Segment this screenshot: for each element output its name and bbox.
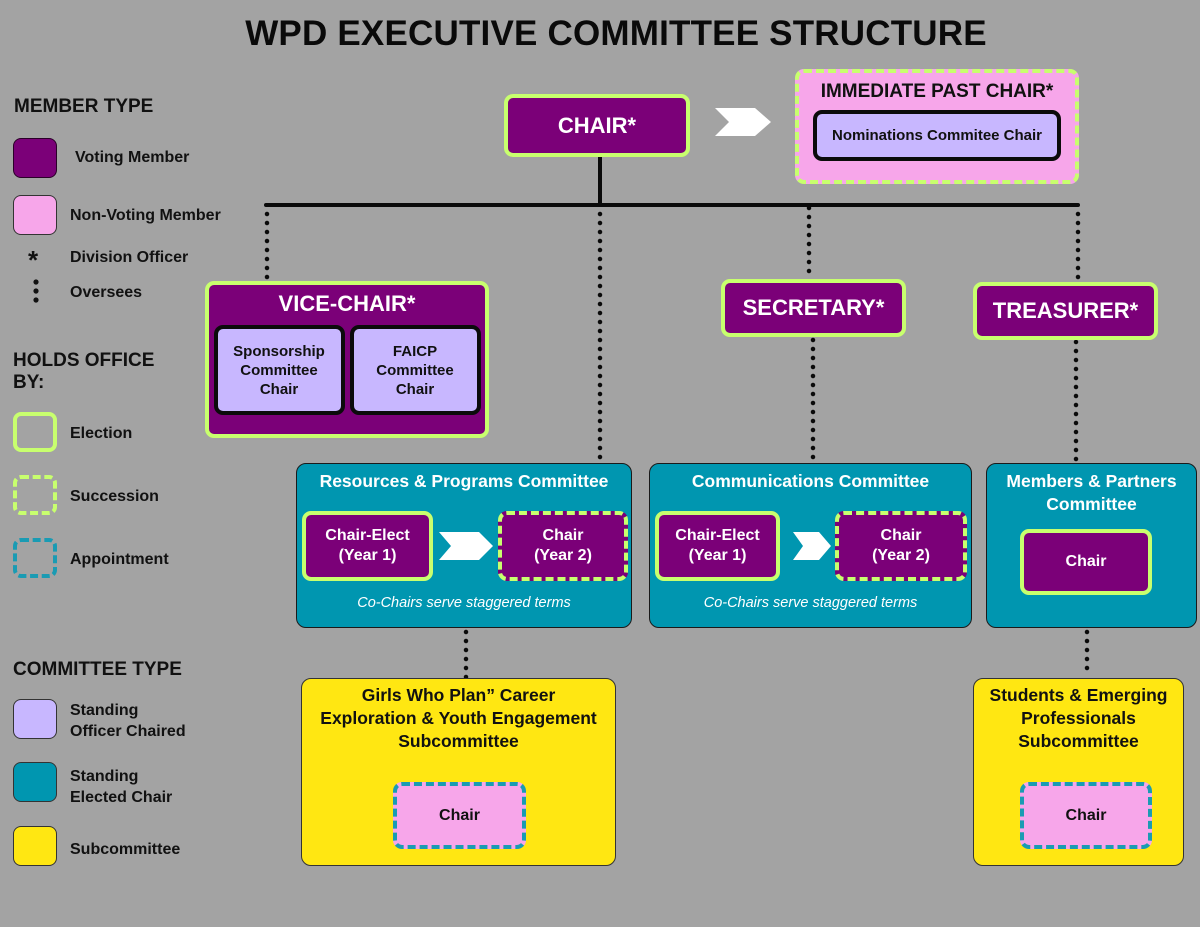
committee-title-line: Members & Partners (1006, 471, 1177, 491)
succession-chevron-icon (439, 532, 493, 560)
legend-non-voting-member-label: Non-Voting Member (70, 207, 221, 224)
voting-member-swatch-icon (13, 138, 57, 178)
chair-label: Chair (439, 806, 480, 824)
chair-label: Chair (1065, 806, 1107, 824)
asterisk-icon: * (28, 245, 39, 275)
chair-label: Chair (1065, 553, 1107, 570)
chair-label: CHAIR* (557, 112, 637, 138)
legend-succession-label: Succession (70, 488, 159, 505)
committee-line: Committee (376, 361, 454, 379)
chair-node: Chair (393, 782, 526, 849)
legend-standing-elected-chair-label: Standing Elected Chair (70, 766, 172, 808)
legend-appointment-label: Appointment (70, 551, 169, 568)
treasurer-node: TREASURER* (973, 282, 1158, 340)
chair-elect-node: Chair-Elect (Year 1) (302, 511, 433, 581)
subcommittee-title-line: Exploration & Youth Engagement (320, 708, 597, 728)
chair-node: Chair (1020, 529, 1152, 595)
committee-title: Communications Committee (691, 471, 930, 491)
legend-line: Standing (70, 702, 139, 719)
chair-label: Chair (542, 527, 584, 544)
legend-line: Officer Chaired (70, 723, 186, 740)
term-label: (Year 1) (338, 547, 397, 564)
chair-node: Chair (1020, 782, 1152, 849)
nominations-committee-label: Nominations Commitee Chair (831, 127, 1043, 144)
students-emerging-professionals-subcommittee: Students & Emerging Professionals Subcom… (973, 678, 1184, 866)
subcommittee-title: Girls Who Plan” Career Exploration & You… (302, 684, 615, 753)
members-partners-committee: Members & Partners Committee Chair (986, 463, 1197, 628)
subcommittee-title-line: Subcommittee (1018, 731, 1139, 751)
girls-who-plan-subcommittee: Girls Who Plan” Career Exploration & You… (301, 678, 616, 866)
treasurer-label: TREASURER* (992, 298, 1139, 323)
vice-chair-node: VICE-CHAIR* Sponsorship Committee Chair … (205, 281, 489, 438)
subcommittee-title-line: Professionals (1021, 708, 1136, 728)
secretary-node: SECRETARY* (721, 279, 906, 337)
subcommittee-swatch-icon (13, 826, 57, 866)
chair-node: CHAIR* (504, 94, 690, 157)
chair-elect-label: Chair-Elect (675, 527, 760, 544)
legend-subcommittee-label: Subcommittee (70, 841, 181, 858)
immediate-past-chair-node: IMMEDIATE PAST CHAIR* Nominations Commit… (795, 69, 1079, 184)
nominations-committee-node: Nominations Commitee Chair (813, 110, 1061, 161)
legend-member-type-heading: MEMBER TYPE (14, 96, 154, 117)
standing-officer-chaired-swatch-icon (13, 699, 57, 739)
committee-line: Sponsorship (233, 342, 325, 360)
chair-year2-node: Chair (Year 2) (835, 511, 967, 581)
committee-title: Resources & Programs Committee (319, 471, 609, 491)
committee-title: Members & Partners Committee (987, 470, 1196, 516)
term-label: (Year 2) (534, 547, 592, 564)
sponsorship-committee-node: Sponsorship Committee Chair (213, 325, 345, 415)
chair-year2-node: Chair (Year 2) (498, 511, 628, 581)
legend-voting-member-label: Voting Member (75, 149, 190, 166)
subcommittee-title-line: Subcommittee (398, 731, 519, 751)
subcommittee-title-line: Students & Emerging (989, 685, 1168, 705)
faicp-committee-node: FAICP Committee Chair (349, 325, 481, 415)
immediate-past-chair-label: IMMEDIATE PAST CHAIR* (820, 81, 1054, 102)
chair-elect-node: Chair-Elect (Year 1) (655, 511, 780, 581)
oversee-dotted-lines (264, 205, 1090, 681)
vertical-dots-icon (33, 279, 39, 303)
chair-elect-label: Chair-Elect (325, 527, 410, 544)
communications-committee: Communications Committee Chair-Elect (Ye… (649, 463, 972, 628)
legend-election-label: Election (70, 425, 133, 442)
secretary-label: SECRETARY* (742, 295, 885, 320)
legend-oversees-label: Oversees (70, 284, 143, 301)
committee-title-line: Committee (1046, 494, 1137, 514)
staggered-terms-note: Co-Chairs serve staggered terms (703, 595, 918, 611)
resources-programs-committee: Resources & Programs Committee Chair-Ele… (296, 463, 632, 628)
non-voting-member-swatch-icon (13, 195, 57, 235)
committee-line: Chair (395, 380, 435, 398)
succession-chevron-icon (715, 108, 771, 136)
legend-division-officer-label: Division Officer (70, 249, 189, 266)
chair-label: Chair (880, 527, 922, 544)
legend-standing-officer-chaired-label: Standing Officer Chaired (70, 700, 186, 742)
staggered-terms-note: Co-Chairs serve staggered terms (357, 595, 571, 611)
page-title: WPD EXECUTIVE COMMITTEE STRUCTURE (245, 14, 987, 53)
subcommittee-title-line: Girls Who Plan” Career (361, 685, 556, 705)
subcommittee-title: Students & Emerging Professionals Subcom… (974, 684, 1183, 753)
vice-chair-label: VICE-CHAIR* (278, 291, 416, 316)
standing-elected-chair-swatch-icon (13, 762, 57, 802)
succession-chevron-icon (793, 532, 831, 560)
appointment-border-icon (13, 538, 57, 578)
legend-committee-type-heading: COMMITTEE TYPE (13, 659, 182, 680)
succession-border-icon (13, 475, 57, 515)
legend-line: Standing (70, 768, 139, 785)
term-label: (Year 1) (688, 547, 747, 564)
solid-lines (264, 155, 1080, 207)
committee-line: FAICP (392, 342, 438, 360)
term-label: (Year 2) (872, 547, 930, 564)
committee-line: Committee (240, 361, 318, 379)
election-border-icon (13, 412, 57, 452)
legend-line: Elected Chair (70, 789, 173, 806)
committee-line: Chair (259, 380, 299, 398)
legend-holds-office-heading: HOLDS OFFICE BY: (13, 350, 155, 393)
